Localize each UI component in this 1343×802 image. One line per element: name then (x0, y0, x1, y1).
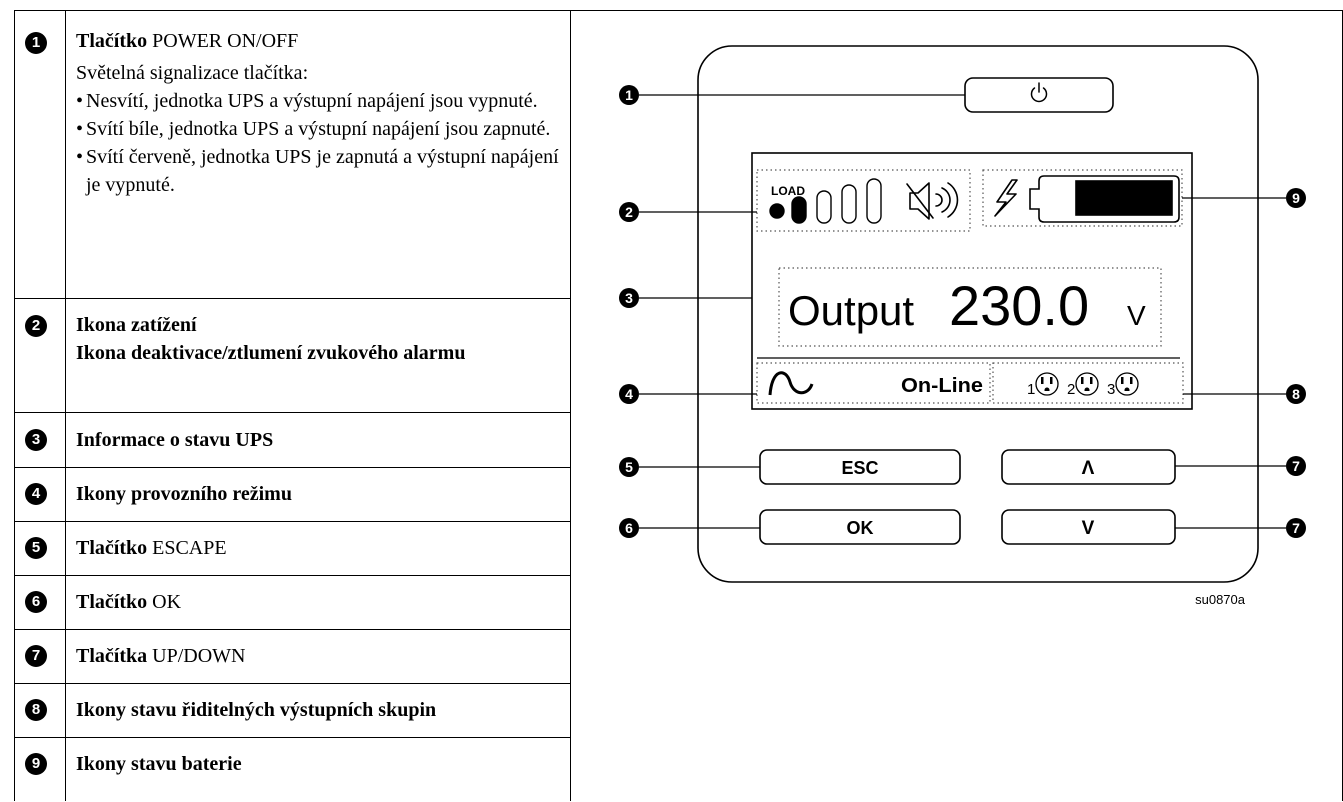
mode-label: On-Line (901, 375, 983, 397)
legend-row-8: 8 Ikony stavu řiditelných výstupních sku… (15, 684, 571, 738)
up-arrow-icon: Λ (1082, 458, 1095, 479)
outlet-icon (1035, 372, 1059, 396)
callout-number-1: 1 (25, 32, 47, 54)
callout-number-3: 3 (25, 429, 47, 451)
bullet-red: Svítí červeně, jednotka UPS je zapnutá a… (76, 143, 563, 199)
bullet-off: Nesvítí, jednotka UPS a výstupní napájen… (76, 87, 563, 115)
panel-outline (697, 45, 1259, 583)
power-icon (1030, 82, 1048, 103)
legend-row-3: 3 Informace o stavu UPS (15, 413, 571, 468)
svg-text:7: 7 (1292, 458, 1300, 474)
callout-number-7: 7 (25, 645, 47, 667)
svg-text:8: 8 (1292, 386, 1300, 402)
legend-table: 1 Tlačítko POWER ON/OFF Světelná signali… (14, 10, 1343, 801)
outlet-icon (1115, 372, 1139, 396)
svg-text:2: 2 (1067, 381, 1075, 398)
down-button[interactable]: V (1001, 509, 1176, 545)
legend-row-1: 1 Tlačítko POWER ON/OFF Světelná signali… (15, 11, 571, 299)
lightning-icon (994, 179, 1018, 217)
svg-text:3: 3 (1107, 381, 1115, 398)
svg-text:4: 4 (625, 386, 633, 402)
callout-6: 6 (619, 518, 639, 538)
callout-number-9: 9 (25, 753, 47, 775)
legend-row-5: 5 Tlačítko ESCAPE (15, 522, 571, 576)
callout-7-down: 7 (1286, 518, 1306, 538)
load-bar-icon (769, 178, 882, 224)
callout-number-2: 2 (25, 315, 47, 337)
load-alarm-zone (756, 169, 971, 232)
callout-4: 4 (619, 384, 639, 404)
lcd-display (751, 152, 1193, 410)
output-voltage-unit: V (1127, 300, 1146, 331)
outlet-zone (992, 362, 1184, 404)
power-button[interactable] (964, 77, 1114, 113)
legend-row-9: 9 Ikony stavu baterie (15, 738, 571, 802)
svg-text:5: 5 (625, 459, 633, 475)
svg-text:7: 7 (1292, 520, 1300, 536)
legend-text-load-icon: Ikona zatížení (76, 314, 197, 336)
up-button[interactable]: Λ (1001, 449, 1176, 485)
esc-button[interactable]: ESC (759, 449, 961, 485)
legend-description-1: Tlačítko POWER ON/OFF Světelná signaliza… (76, 27, 563, 199)
callout-7-up: 7 (1286, 456, 1306, 476)
leader-lines (639, 94, 1286, 529)
output-voltage-value: 230.0 (949, 274, 1089, 337)
mode-zone (756, 362, 991, 404)
legend-row-6: 6 Tlačítko OK (15, 576, 571, 630)
callout-number-4: 4 (25, 483, 47, 505)
legend-row-7: 7 Tlačítka UP/DOWN (15, 630, 571, 684)
svg-text:1: 1 (625, 87, 633, 103)
svg-text:6: 6 (625, 520, 633, 536)
bullet-white: Svítí bíle, jednotka UPS a výstupní napá… (76, 115, 563, 143)
load-label: LOAD (771, 184, 805, 198)
legend-text-alarm-icon: Ikona deaktivace/ztlumení zvukového alar… (76, 342, 466, 364)
callout-5: 5 (619, 457, 639, 477)
callout-number-6: 6 (25, 591, 47, 613)
svg-text:OK: OK (847, 518, 874, 538)
sine-wave-icon (768, 371, 814, 396)
outlet-group-3: 3 (1107, 372, 1139, 398)
svg-text:3: 3 (625, 290, 633, 306)
ok-button[interactable]: OK (759, 509, 961, 545)
callout-3: 3 (619, 288, 639, 308)
callout-9: 9 (1286, 188, 1306, 208)
outlet-group-1: 1 (1027, 372, 1059, 398)
alarm-mute-icon (906, 182, 959, 220)
svg-text:1: 1 (1027, 381, 1035, 398)
battery-icon (1029, 175, 1180, 223)
callout-number-8: 8 (25, 699, 47, 721)
callout-8: 8 (1286, 384, 1306, 404)
battery-zone (982, 169, 1183, 227)
svg-text:9: 9 (1292, 190, 1300, 206)
outlet-group-2: 2 (1067, 372, 1099, 398)
down-arrow-icon: V (1082, 518, 1095, 539)
callout-1: 1 (619, 85, 639, 105)
legend-row-4: 4 Ikony provozního režimu (15, 468, 571, 522)
callout-number-5: 5 (25, 537, 47, 559)
figure-id: su0870a (1195, 592, 1246, 607)
legend-row-2: 2 Ikona zatížení Ikona deaktivace/ztlume… (15, 299, 571, 413)
svg-text:2: 2 (625, 204, 633, 220)
output-label: Output (788, 287, 914, 334)
svg-text:ESC: ESC (841, 458, 878, 478)
callout-2: 2 (619, 202, 639, 222)
outlet-icon (1075, 372, 1099, 396)
